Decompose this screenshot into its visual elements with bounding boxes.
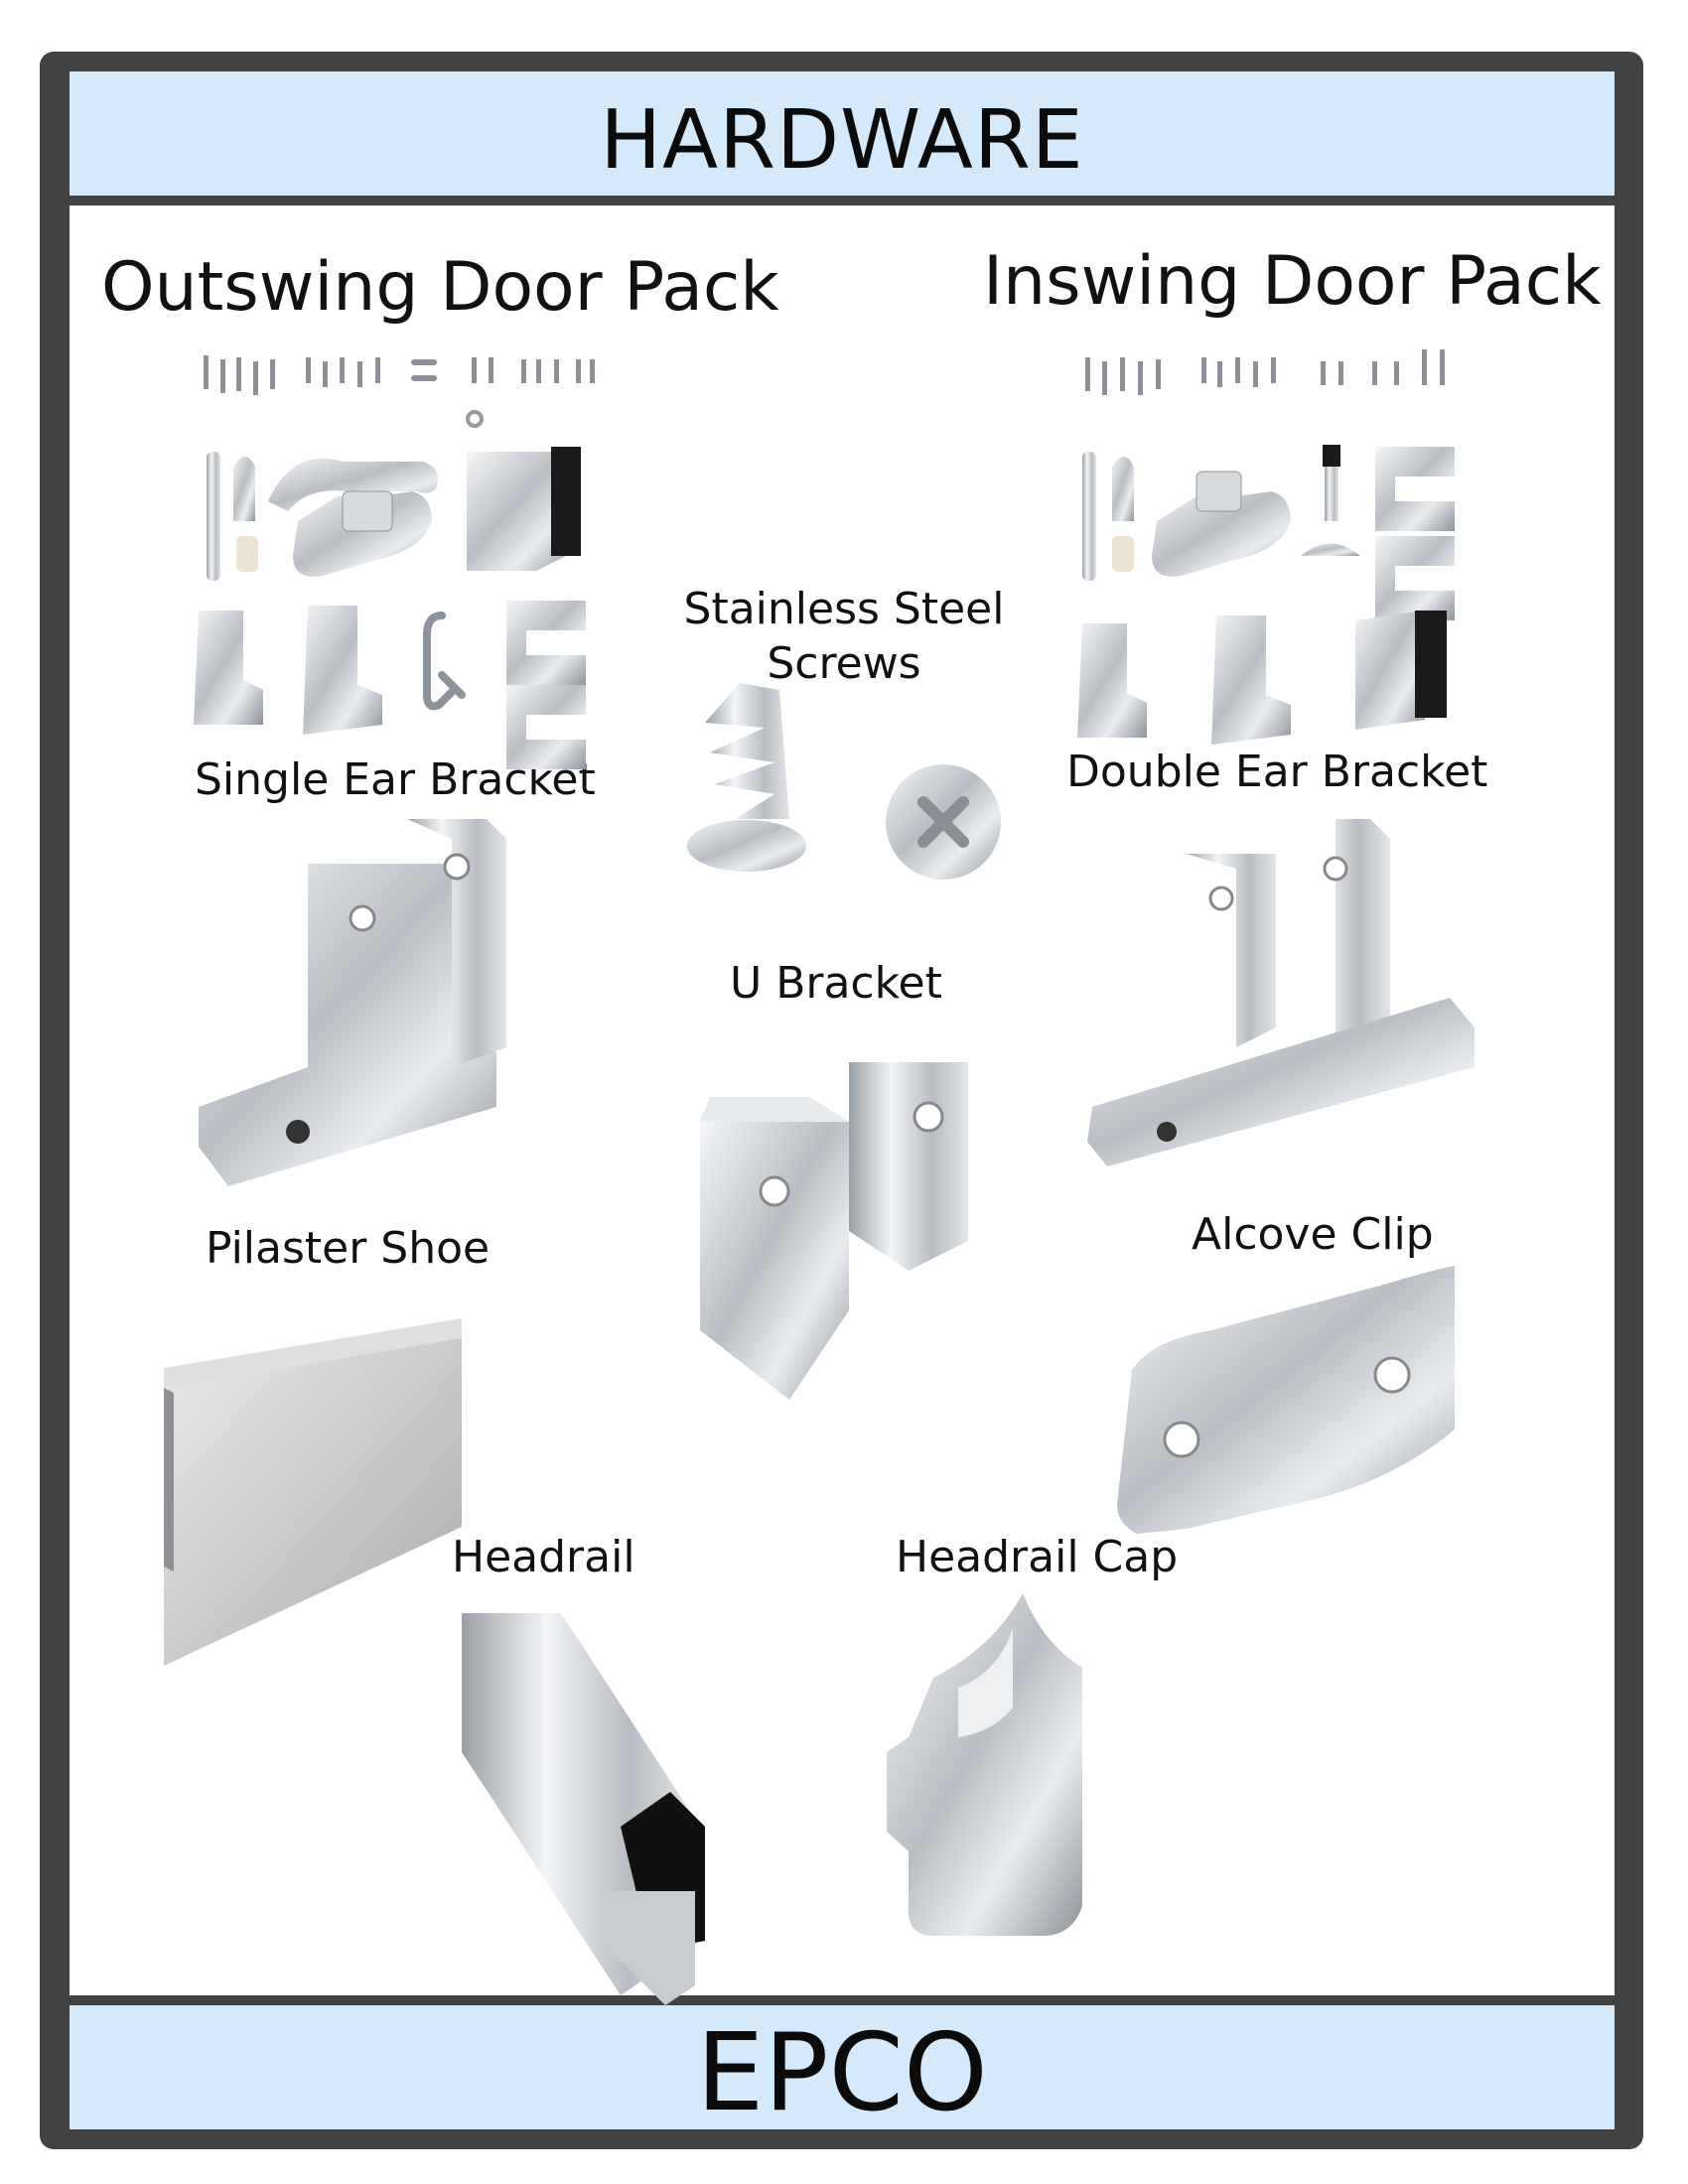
footer-band: EPCO (70, 2005, 1615, 2135)
screw-shank-icon (705, 683, 789, 819)
u-bracket-label: U Bracket (730, 958, 942, 1009)
single-ear-bracket-image (199, 819, 506, 1186)
slide-latch-icon (293, 491, 432, 577)
headrail-cap-label: Headrail Cap (896, 1532, 1179, 1582)
header-band: HARDWARE (70, 71, 1615, 196)
screw-head-icon (687, 820, 806, 872)
bracket-icon (194, 611, 263, 725)
door-stop-icon (1325, 452, 1338, 521)
pilaster-shoe-image (164, 1318, 462, 1666)
inswing-door-pack-image (1077, 349, 1455, 745)
screw-row-icon (1085, 349, 1445, 395)
outswing-door-pack-image (194, 355, 595, 769)
u-bracket-image (700, 1062, 968, 1400)
slide-latch-icon (1152, 491, 1291, 577)
screws-label-line2: Screws (767, 638, 921, 689)
headrail-label: Headrail (452, 1532, 635, 1582)
coat-hook-icon (423, 612, 466, 711)
headrail-image (462, 1613, 705, 2005)
keeper-icon (1355, 611, 1425, 730)
alcove-clip-image (1117, 1266, 1455, 1534)
screws-image (687, 683, 1001, 880)
header-divider (70, 196, 1615, 205)
bracket-icon (1077, 623, 1147, 738)
keeper-icon (467, 452, 576, 571)
pilaster-shoe-label: Pilaster Shoe (206, 1223, 491, 1274)
footer-divider (70, 1995, 1615, 2005)
screw-row-icon (204, 355, 595, 395)
alcove-clip-label: Alcove Clip (1192, 1209, 1434, 1260)
hinge-pin-icon (207, 452, 220, 581)
outswing-door-pack-label: Outswing Door Pack (101, 248, 779, 327)
brand-name: EPCO (696, 2011, 988, 2135)
stainless-steel-screws-label: Stainless Steel Screws (675, 584, 1013, 689)
double-ear-bracket-image (1087, 819, 1475, 1166)
inswing-door-pack-label: Inswing Door Pack (983, 242, 1602, 321)
double-ear-bracket-label: Double Ear Bracket (1066, 747, 1488, 797)
page-title: HARDWARE (600, 93, 1084, 188)
screws-label-line1: Stainless Steel (683, 584, 1005, 634)
door-pull-icon (268, 458, 438, 511)
headrail-cap-image (887, 1593, 1082, 1936)
